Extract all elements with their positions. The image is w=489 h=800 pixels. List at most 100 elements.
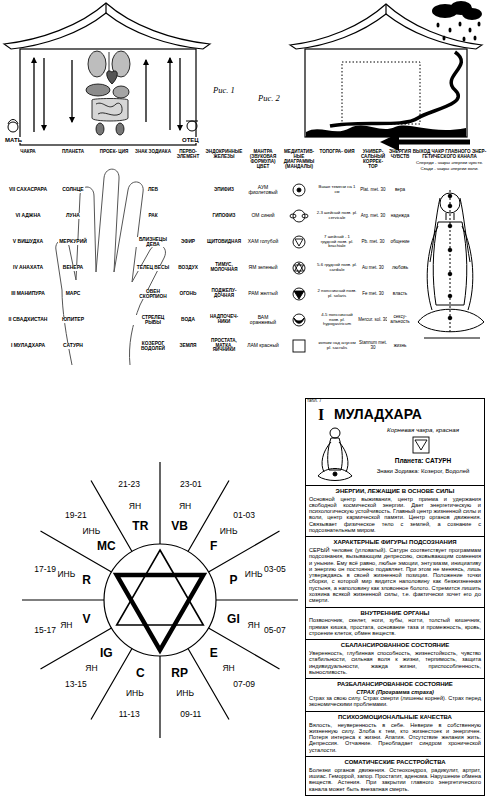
table-cell: ВАМ оранжевый [243, 315, 283, 326]
section-heading: СБАЛАНСИРОВАННОЕ СОСТОЯНИЕ [309, 641, 481, 650]
figure-caption: Рис. 1 [213, 86, 235, 95]
table-cell: надежда [390, 214, 411, 219]
table-cell: власть [392, 292, 408, 297]
section-heading: РАЗБАЛАНСИРОВАННОЕ СОСТОЯНИЕ [309, 680, 481, 689]
rain-cloud [432, 1, 482, 42]
table-cell: ЛАМ красный [246, 343, 280, 348]
parent-icon [8, 120, 198, 133]
table-cell: IV АНАХАТА [12, 265, 44, 270]
organ-drawing [116, 123, 124, 135]
yin-yang: ЯН [222, 664, 234, 673]
table-cell: РАМ желтый [247, 291, 278, 296]
section-body: Уверенность, глубинная способность, жизн… [309, 650, 481, 675]
hour-range: 07-09 [233, 680, 255, 689]
hour-range: 11-13 [119, 710, 140, 719]
parent-icon [8, 122, 18, 132]
hour-range: 01-03 [233, 511, 255, 520]
mandala-symbol [293, 184, 305, 196]
yin-yang: ИНЬ [57, 570, 75, 579]
figure-caption: Рис. 2 [258, 94, 280, 103]
info-section: ПСИХОЭМОЦИОНАЛЬНЫЕ КАЧЕСТВАВялость, неув… [306, 711, 484, 754]
water-stream [380, 133, 399, 151]
seated-figure [448, 294, 452, 298]
table-cell: Pb. met. 30 [360, 240, 385, 245]
table-cell: ВОЗДУХ [177, 265, 199, 270]
house-outline [290, 4, 482, 137]
table-cell: ПОДЖЕЛУ- ДОЧНАЯ [203, 289, 245, 299]
yin-yang: ЯН [179, 502, 191, 511]
meridian-clock [117, 575, 204, 650]
house-outline [305, 49, 467, 137]
mandala-symbol [293, 262, 305, 274]
mandala-symbol [290, 214, 296, 218]
column-header: ВЫХОД ЧАКР ГЛАВНОГО ЭНЕР- ГЕТИЧЕСКОГО КА… [412, 150, 487, 160]
table-cell: Mercur. sol. 30 [357, 318, 389, 323]
section-heading: ХАРАКТЕРНЫЕ ФИГУРЫ ПОДСОЗНАНИЯ [309, 538, 481, 547]
table-cell: ПРОСТАТА, МАТКА, ЯИЧНИКИ [203, 339, 245, 354]
yin-yang: ИНЬ [82, 527, 100, 536]
rain-cloud [474, 36, 477, 41]
column-header: ЧАКРА [4, 150, 52, 155]
yin-yang: ИНЬ [245, 570, 263, 579]
hour-range: 03-05 [264, 565, 286, 574]
seated-figure [418, 190, 484, 338]
yin-yang: ЯН [129, 502, 141, 511]
column-header: ЗНАК ЗОДИАКА [134, 150, 172, 155]
table-cell: Arg. met. 30 [360, 214, 387, 219]
rain-cloud [449, 28, 452, 33]
table-cell: ЭФИР [180, 239, 196, 244]
table-cell: ЗЕМЛЯ [178, 343, 197, 348]
table-cell: ВОДА [180, 317, 196, 322]
section-heading: ЭНЕРГИИ, ЛЕЖАЩИЕ В ОСНОВЕ СИЛЫ [309, 487, 481, 496]
meridian-code: R [82, 574, 91, 587]
yin-yang: ЯН [60, 621, 72, 630]
organ-drawing [86, 84, 110, 96]
section-body: Основной центр выживания, центр приема и… [309, 496, 481, 534]
table-cell: ХАМ голубой [247, 239, 280, 244]
table-cell: I МУЛАДХАРА [10, 343, 46, 348]
parent-label: ОТЕЦ [181, 137, 200, 143]
section-heading: ВНУТРЕННИЕ ОРГАНЫ [309, 609, 481, 618]
table-cell: СТРЕЛЕЦ РЫБЫ [133, 315, 173, 325]
table-cell: Fe met. 30 [361, 292, 385, 297]
seated-figure [448, 204, 452, 208]
water-stream [306, 52, 470, 151]
meridian-code: F [210, 540, 217, 553]
table-cell: Au met. 30 [361, 266, 385, 271]
meridian-clock [22, 462, 298, 738]
info-section: СБАЛАНСИРОВАННОЕ СОСТОЯНИЕУверенность, г… [306, 639, 484, 676]
table-cell: 2 поясничный позв. pl. solaris [315, 289, 359, 298]
meridian-code: VB [171, 520, 188, 533]
rain-cloud [459, 22, 462, 27]
rain-cloud [463, 37, 466, 42]
column-note: Сзади - чакры энергии воли. [412, 167, 487, 172]
mandala-symbol [293, 236, 305, 248]
organ-drawing [109, 52, 110, 72]
parent-icon [8, 120, 18, 125]
meridian-clock [117, 550, 204, 625]
column-header: ПЕРВО- ЭЛЕМЕНТ [172, 150, 204, 160]
table-cell: сексу- альность [387, 315, 413, 325]
table-cell: общение [389, 240, 410, 245]
meridian-clock [104, 544, 216, 656]
meditating-figure [330, 428, 340, 438]
table-cell: ВЕНЕРА [62, 265, 84, 270]
table-cell: МЕРКУРИЙ [58, 239, 88, 244]
table-cell: РАК [147, 213, 158, 218]
table-cell: ЩИТОВИДНАЯ [206, 240, 242, 245]
section-body: СЕРЫЙ человек (угловатый). Сатурн соотве… [309, 547, 481, 603]
table-cell: вера [394, 188, 406, 193]
seated-figure [448, 272, 452, 276]
yantra-symbol [413, 437, 429, 453]
meditating-figure [322, 442, 348, 472]
organ-drawing [86, 51, 130, 135]
chakra-name: МУЛАДХАРА [334, 407, 422, 422]
info-section: ВНУТРЕННИЕ ОРГАНЫПозвоночник, скелет, но… [306, 607, 484, 637]
rain-cloud [443, 36, 446, 41]
table-cell: Plat. met. 30 [359, 188, 386, 193]
table-cell: жизнь [393, 344, 408, 349]
column-header: МЕДИТАТИВ- НЫЕ ДИАГРАММЫ (МАНДАЛЫ) [282, 150, 316, 170]
hour-range: 13-15 [65, 680, 87, 689]
water-stream [306, 125, 466, 137]
house-outline [4, 3, 210, 49]
